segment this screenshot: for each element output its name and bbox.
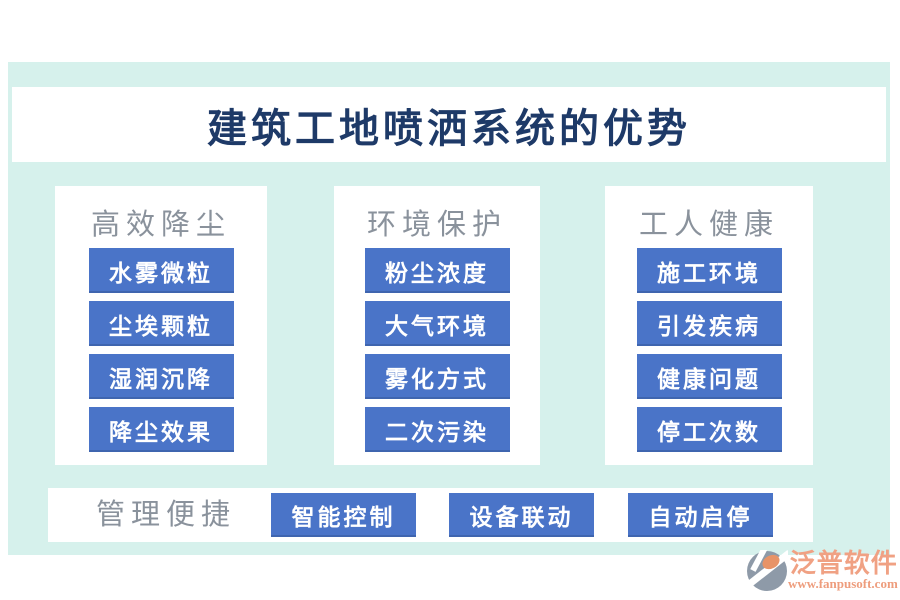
item-button[interactable]: 大气环境 xyxy=(364,301,510,346)
item-button[interactable]: 湿润沉降 xyxy=(88,354,234,399)
item-button[interactable]: 雾化方式 xyxy=(364,354,510,399)
item-button[interactable]: 二次污染 xyxy=(364,407,510,452)
brand-name: 泛普软件 xyxy=(789,549,898,578)
item-button[interactable]: 设备联动 xyxy=(449,493,594,537)
item-button[interactable]: 降尘效果 xyxy=(88,407,234,452)
bottom-bar-management: 管理便捷 智能控制 设备联动 自动启停 xyxy=(48,488,813,542)
column-header: 工人健康 xyxy=(638,209,779,241)
column-header: 高效降尘 xyxy=(90,209,231,241)
item-button[interactable]: 自动启停 xyxy=(628,493,773,537)
item-button[interactable]: 健康问题 xyxy=(636,354,782,399)
item-button[interactable]: 粉尘浓度 xyxy=(364,248,510,293)
title-bar: 建筑工地喷洒系统的优势 xyxy=(12,87,886,162)
item-button[interactable]: 水雾微粒 xyxy=(88,248,234,293)
column-header: 环境保护 xyxy=(366,209,507,241)
item-button[interactable]: 停工次数 xyxy=(636,407,782,452)
bottom-bar-label: 管理便捷 xyxy=(96,499,237,531)
brand-url: www.fanpusoft.com xyxy=(788,576,898,591)
brand-watermark: 泛普软件 www.fanpusoft.com xyxy=(741,546,898,594)
column-dust-reduction: 高效降尘 水雾微粒 尘埃颗粒 湿润沉降 降尘效果 xyxy=(55,186,267,465)
item-button[interactable]: 尘埃颗粒 xyxy=(88,301,234,346)
item-button[interactable]: 施工环境 xyxy=(636,248,782,293)
item-button[interactable]: 引发疾病 xyxy=(636,301,782,346)
fanpu-logo-icon xyxy=(741,546,792,592)
item-button[interactable]: 智能控制 xyxy=(271,493,416,537)
brand-text-block: 泛普软件 www.fanpusoft.com xyxy=(788,550,898,591)
column-worker-health: 工人健康 施工环境 引发疾病 健康问题 停工次数 xyxy=(605,186,813,465)
column-environment-protection: 环境保护 粉尘浓度 大气环境 雾化方式 二次污染 xyxy=(334,186,540,465)
page-title: 建筑工地喷洒系统的优势 xyxy=(207,105,691,151)
